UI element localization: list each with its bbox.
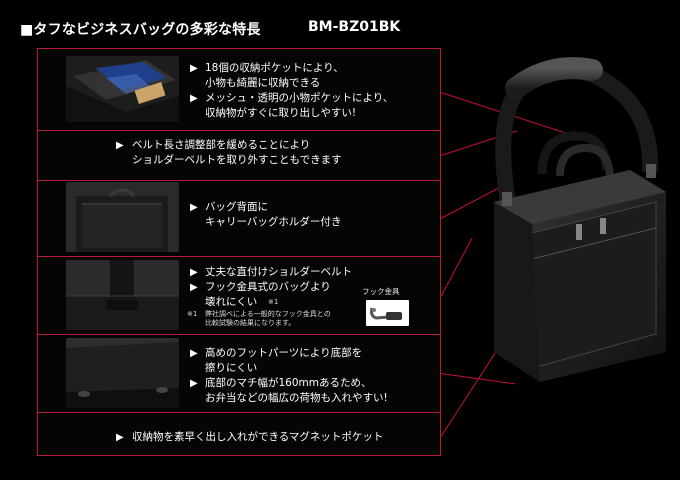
footnote-text: 比較試験の結果になります。 (205, 319, 296, 327)
feature-text: 擦りにくい (205, 362, 258, 374)
bullet-icon: ▶ (190, 63, 198, 74)
feature-text: お弁当などの幅広の荷物も入れやすい! (205, 392, 388, 404)
feature-text: 壊れにくい (205, 296, 258, 308)
feature-text: 高めのフットパーツにより底部を (205, 347, 363, 359)
feature-text: 小物も綺麗に収納できる (205, 77, 321, 89)
feature-text: ショルダーベルトを取り外すこともできます (132, 154, 342, 166)
feature-text: フック金具式のバッグより (205, 281, 331, 293)
bottom-feet-photo (66, 338, 179, 408)
pocket-interior-photo (66, 56, 179, 122)
back-panel-photo (66, 182, 179, 252)
feature-text: ベルト長さ調整部を緩めることにより (132, 139, 311, 151)
bullet-icon: ▶ (116, 140, 124, 151)
feature-text: バッグ背面に (205, 201, 268, 213)
row-separator (37, 256, 441, 257)
footnote-ref: ※1 (268, 298, 279, 306)
feature-text: 収納物を素早く出し入れができるマグネットポケット (132, 431, 384, 443)
feature-text: 18個の収納ポケットにより、 (205, 62, 344, 74)
feature-text: メッシュ・透明の小物ポケットにより、 (205, 92, 394, 104)
row-separator (37, 130, 441, 131)
bullet-icon: ▶ (190, 348, 198, 359)
shoulder-strap-photo (66, 260, 179, 330)
feature-text: 収納物がすぐに取り出しやすい! (205, 107, 357, 119)
footnote-mark: ※1 (187, 310, 198, 318)
hook-photo (366, 300, 409, 326)
row-separator (37, 180, 441, 181)
bullet-icon: ▶ (116, 432, 124, 443)
header: ■タフなビジネスバッグの多彩な特長 BM-BZ01BK (0, 0, 680, 42)
footnote-text: 弊社調べによる一般的なフック金具との (205, 310, 331, 318)
bullet-icon: ▶ (190, 202, 198, 213)
bullet-icon: ▶ (190, 93, 198, 104)
bullet-icon: ▶ (190, 378, 198, 389)
feature-text: 丈夫な直付けショルダーベルト (205, 266, 352, 278)
feature-text: 底部のマチ幅が160mmあるため、 (205, 377, 372, 389)
bullet-icon: ▶ (190, 267, 198, 278)
feature-text: キャリーバッグホルダー付き (205, 216, 342, 228)
hook-label: フック金具 (362, 287, 400, 296)
page-title: ■タフなビジネスバッグの多彩な特長 (20, 22, 261, 38)
row-separator (37, 334, 441, 335)
bullet-icon: ▶ (190, 282, 198, 293)
bag-photo (480, 52, 672, 400)
leader-line (440, 237, 473, 297)
model-number: BM-BZ01BK (308, 19, 401, 35)
row-separator (37, 412, 441, 413)
